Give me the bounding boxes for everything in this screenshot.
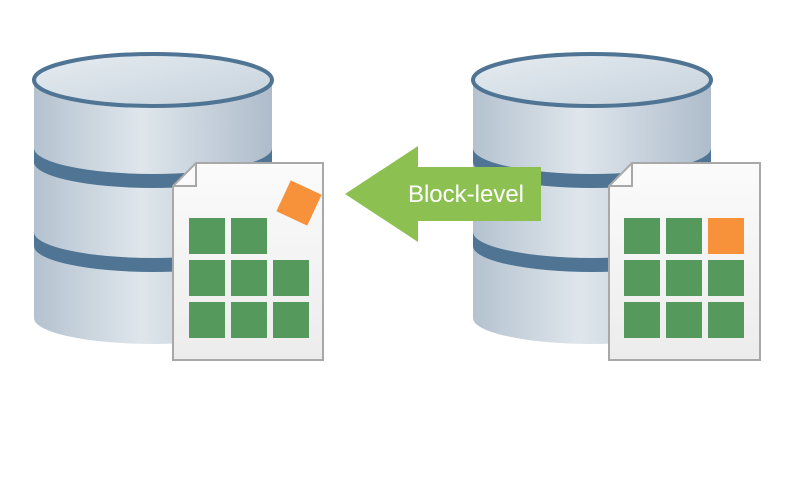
left-file-blocks xyxy=(189,218,309,338)
detached-block xyxy=(276,180,322,226)
green-block xyxy=(708,260,744,296)
green-block xyxy=(624,218,660,254)
arrow-label: Block-level xyxy=(408,181,524,208)
green-block xyxy=(624,302,660,338)
green-block xyxy=(231,218,267,254)
green-block xyxy=(666,218,702,254)
green-block xyxy=(666,260,702,296)
green-block xyxy=(189,302,225,338)
green-block xyxy=(189,260,225,296)
right-file-blocks xyxy=(624,218,744,338)
green-block xyxy=(273,302,309,338)
green-block xyxy=(708,302,744,338)
green-block xyxy=(231,260,267,296)
green-block xyxy=(231,302,267,338)
green-block xyxy=(189,218,225,254)
green-block xyxy=(666,302,702,338)
green-block xyxy=(624,260,660,296)
green-block xyxy=(273,260,309,296)
block-level-arrow: Block-level xyxy=(345,146,541,242)
orange-block xyxy=(708,218,744,254)
